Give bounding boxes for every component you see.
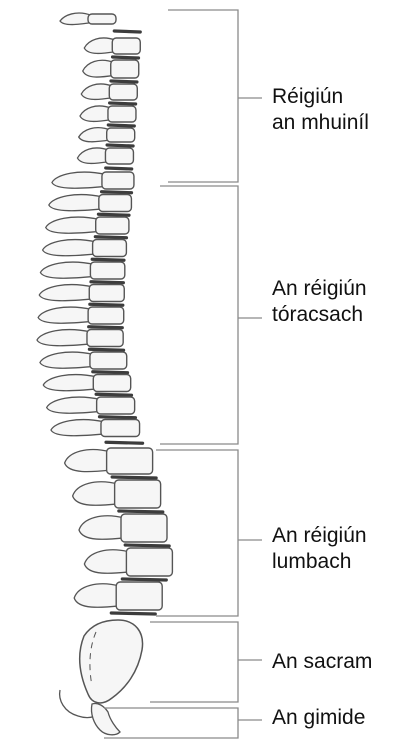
intervertebral-disc [108,125,134,126]
vertebra-process [83,60,115,77]
intervertebral-disc [106,168,132,169]
vertebra-body [126,548,172,576]
bracket-thoracic [160,186,238,444]
vertebra-body [101,420,140,437]
intervertebral-disc [111,613,155,614]
label-thoracic-line2: tóracsach [272,302,367,328]
vertebra-process [38,307,92,323]
intervertebral-disc [110,103,136,104]
vertebra-body [90,262,124,279]
bracket-cervical [168,10,238,182]
intervertebral-disc [111,81,137,82]
vertebra-body [90,352,127,369]
vertebra-body [88,307,124,324]
vertebra-body [89,285,124,302]
bracket-sacrum [150,622,238,702]
intervertebral-disc [95,237,126,238]
vertebra-process [84,38,116,53]
label-sacrum-region: An sacram [272,649,372,675]
vertebra-body [93,240,127,257]
label-lumbar-region: An réigiún lumbach [272,523,367,575]
vertebra-body [121,514,167,542]
label-lumbar-line2: lumbach [272,549,367,575]
intervertebral-disc [92,259,124,260]
vertebra-body [111,60,139,78]
intervertebral-disc [90,304,123,305]
label-cervical-region: Réigiún an mhuiníl [272,84,369,136]
intervertebral-disc [113,57,139,58]
vertebra-body [96,217,129,234]
vertebra-process [81,84,113,99]
label-cervical-line2: an mhuiníl [272,110,369,136]
intervertebral-disc [114,31,140,32]
intervertebral-disc [91,282,123,283]
vertebra-process [40,262,94,278]
vertebra-body [97,397,135,414]
vertebra-body [116,582,162,610]
vertebra-process [51,420,105,436]
vertebra-body [93,375,130,392]
vertebra-process [77,148,109,163]
vertebra-process [43,375,97,391]
sacrum-bone [80,620,143,703]
label-thoracic-line1: An réigiún [272,276,367,302]
label-coccyx: An gimide [272,705,365,731]
intervertebral-disc [107,145,133,146]
vertebra-body [107,128,135,142]
vertebra-process [65,450,111,472]
vertebra-body [112,38,140,54]
vertebra-process [73,482,119,505]
vertebra-process [60,13,92,25]
intervertebral-disc [99,417,135,418]
vertebra-body [108,106,136,122]
vertebra-body [87,330,123,347]
vertebra-process [84,550,130,573]
vertebra-process [46,217,100,233]
vertebra-body [109,84,137,100]
intervertebral-disc [119,511,163,512]
intervertebral-disc [89,349,123,350]
vertebra-process [74,584,120,607]
vertebra-process [37,330,91,346]
vertebra-process [49,195,103,211]
vertebra-body [107,448,153,474]
bracket-coccyx [104,708,238,738]
label-sacrum: An sacram [272,649,372,675]
intervertebral-disc [125,545,169,546]
label-thoracic-region: An réigiún tóracsach [272,276,367,328]
vertebra-process [79,128,111,142]
vertebra-process [40,352,94,368]
vertebra-body [102,172,134,189]
vertebra-body [99,195,132,212]
bracket-lumbar [156,450,238,616]
intervertebral-disc [106,442,143,443]
vertebra-process [52,172,106,188]
intervertebral-disc [89,327,123,328]
vertebra-process [80,106,112,121]
vertebral-column [37,13,172,735]
vertebra-process [47,397,101,413]
intervertebral-disc [102,192,132,193]
intervertebral-disc [122,579,166,580]
label-lumbar-line1: An réigiún [272,523,367,549]
label-cervical-line1: Réigiún [272,84,369,110]
vertebra-process [39,285,93,301]
vertebra-process [43,240,97,256]
intervertebral-disc [96,394,131,395]
intervertebral-disc [93,372,128,373]
vertebra-process [79,516,125,539]
label-coccyx-region: An gimide [272,705,365,731]
vertebra-body [105,148,133,164]
vertebra-body [88,14,116,24]
vertebra-body [115,480,161,508]
intervertebral-disc [112,477,156,478]
intervertebral-disc [98,214,129,215]
